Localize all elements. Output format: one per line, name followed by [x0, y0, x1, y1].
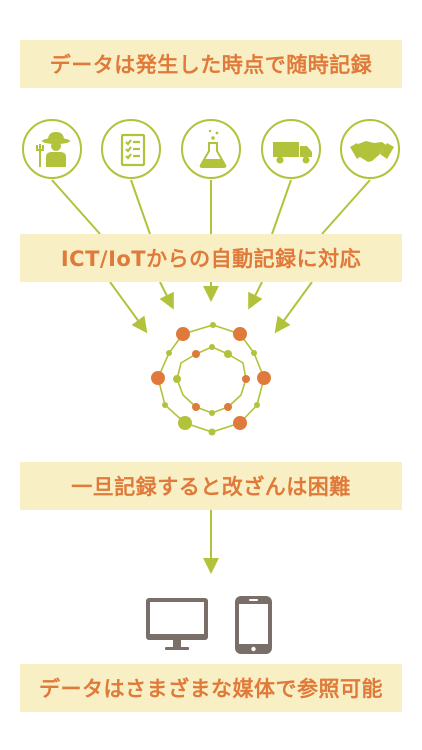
checklist-icon	[101, 119, 161, 179]
flask-icon	[181, 119, 241, 179]
banner-multi-media: データはさまざまな媒体で参照可能	[20, 664, 402, 712]
smartphone-icon	[235, 596, 272, 654]
monitor-icon	[146, 598, 208, 650]
banner-auto-record: ICT/IoTからの自動記録に対応	[20, 234, 402, 282]
handshake-icon	[340, 119, 400, 179]
farmer-icon	[22, 119, 82, 179]
banner-tamper-resistant: 一旦記録すると改ざんは困難	[20, 462, 402, 510]
banner-record-anytime: データは発生した時点で随時記録	[20, 40, 402, 88]
truck-icon	[261, 119, 321, 179]
